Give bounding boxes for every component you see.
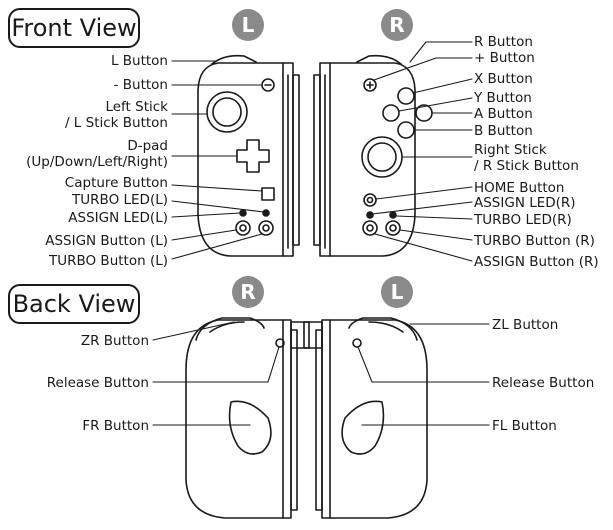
label-home-button: HOME Button	[474, 180, 565, 196]
label-r-button: R Button	[474, 34, 533, 50]
label-fl-button: FL Button	[492, 418, 557, 434]
label-turbo-led-l: TURBO LED(L)	[72, 192, 168, 208]
label-right-stick-button: / R Stick Button	[474, 158, 579, 174]
label-zl-button: ZL Button	[492, 317, 559, 333]
label-left-stick: Left Stick	[105, 99, 168, 115]
back-view-title: Back View	[8, 284, 140, 324]
left-stick	[206, 91, 248, 133]
label-y-button: Y Button	[474, 90, 532, 106]
label-dpad: D-pad	[127, 138, 168, 154]
label-minus-button: - Button	[113, 77, 168, 93]
label-x-button: X Button	[474, 71, 533, 87]
label-l-button: L Button	[110, 53, 168, 69]
capture-button	[261, 187, 275, 201]
badge-back-left: R	[232, 276, 264, 308]
front-right-controller	[313, 54, 416, 257]
label-zr-button: ZR Button	[80, 333, 149, 349]
label-a-button: A Button	[474, 106, 533, 122]
label-release-button-left: Release Button	[46, 375, 149, 391]
front-view-title: Front View	[8, 8, 140, 48]
label-turbo-button-r: TURBO Button (R)	[474, 233, 595, 249]
badge-front-left: L	[232, 9, 264, 41]
label-plus-button: + Button	[474, 50, 535, 66]
label-assign-button-r: ASSIGN Button (R)	[474, 254, 599, 270]
back-right-controller	[185, 317, 310, 519]
label-assign-button-l: ASSIGN Button (L)	[45, 233, 168, 249]
label-fr-button: FR Button	[82, 418, 149, 434]
label-release-button-right: Release Button	[492, 375, 595, 391]
label-assign-led-r: ASSIGN LED(R)	[474, 195, 576, 211]
front-left-controller	[197, 54, 300, 257]
label-capture-button: Capture Button	[64, 175, 168, 191]
badge-back-right: L	[381, 276, 413, 308]
minus-button	[261, 78, 275, 92]
label-turbo-led-r: TURBO LED(R)	[474, 212, 572, 228]
label-dpad-directions: (Up/Down/Left/Right)	[26, 154, 168, 170]
label-b-button: B Button	[474, 123, 533, 139]
label-assign-led-l: ASSIGN LED(L)	[68, 210, 168, 226]
label-turbo-button-l: TURBO Button (L)	[48, 253, 168, 269]
dpad	[236, 139, 270, 173]
back-left-controller	[303, 317, 428, 519]
label-left-stick-button: / L Stick Button	[64, 115, 168, 131]
label-right-stick: Right Stick	[474, 142, 547, 158]
badge-front-right: R	[381, 9, 413, 41]
